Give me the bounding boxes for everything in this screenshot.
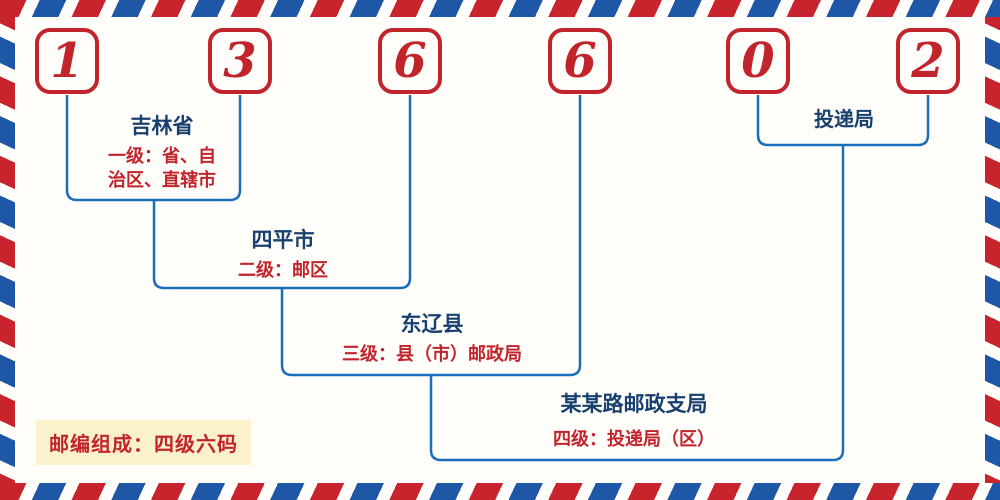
level-2-name: 四平市 <box>251 229 315 252</box>
composition-note: 邮编组成：四级六码 <box>36 420 251 465</box>
level-1-label: 吉林省 一级：省、自 治区、直辖市 <box>72 114 252 193</box>
digit-box-3: 6 <box>378 28 442 94</box>
digit-box-2: 3 <box>208 28 272 94</box>
digit-2: 3 <box>223 33 257 89</box>
digit-box-5: 0 <box>726 28 790 94</box>
digit-box-4: 6 <box>548 28 612 94</box>
level-2-desc: 二级：邮区 <box>238 260 328 281</box>
level-4-desc: 四级：投递局（区） <box>553 429 715 450</box>
airmail-border-left <box>0 0 15 500</box>
airmail-border-bottom <box>0 483 1000 500</box>
level-3-label: 东辽县 三级：县（市）邮政局 <box>300 312 564 366</box>
airmail-border-top <box>0 0 1000 17</box>
level-3-desc: 三级：县（市）邮政局 <box>342 344 522 365</box>
level-2-label: 四平市 二级：邮区 <box>190 228 376 282</box>
digit-5: 0 <box>741 33 775 89</box>
delivery-office-label: 投递局 <box>768 108 920 132</box>
level-4-label: 某某路邮政支局 四级：投递局（区） <box>496 392 772 451</box>
digit-box-1: 1 <box>35 28 99 94</box>
digit-box-6: 2 <box>896 28 960 94</box>
level-1-desc: 一级：省、自 治区、直辖市 <box>108 146 216 191</box>
level-1-name: 吉林省 <box>130 115 194 138</box>
level-3-name: 东辽县 <box>400 313 464 336</box>
airmail-border-right <box>985 0 1000 500</box>
delivery-office-name: 投递局 <box>814 109 874 131</box>
level-4-name: 某某路邮政支局 <box>560 393 708 416</box>
digit-3: 6 <box>393 33 427 89</box>
digit-6: 2 <box>911 33 945 89</box>
digit-4: 6 <box>563 33 597 89</box>
digit-1: 1 <box>50 33 84 89</box>
